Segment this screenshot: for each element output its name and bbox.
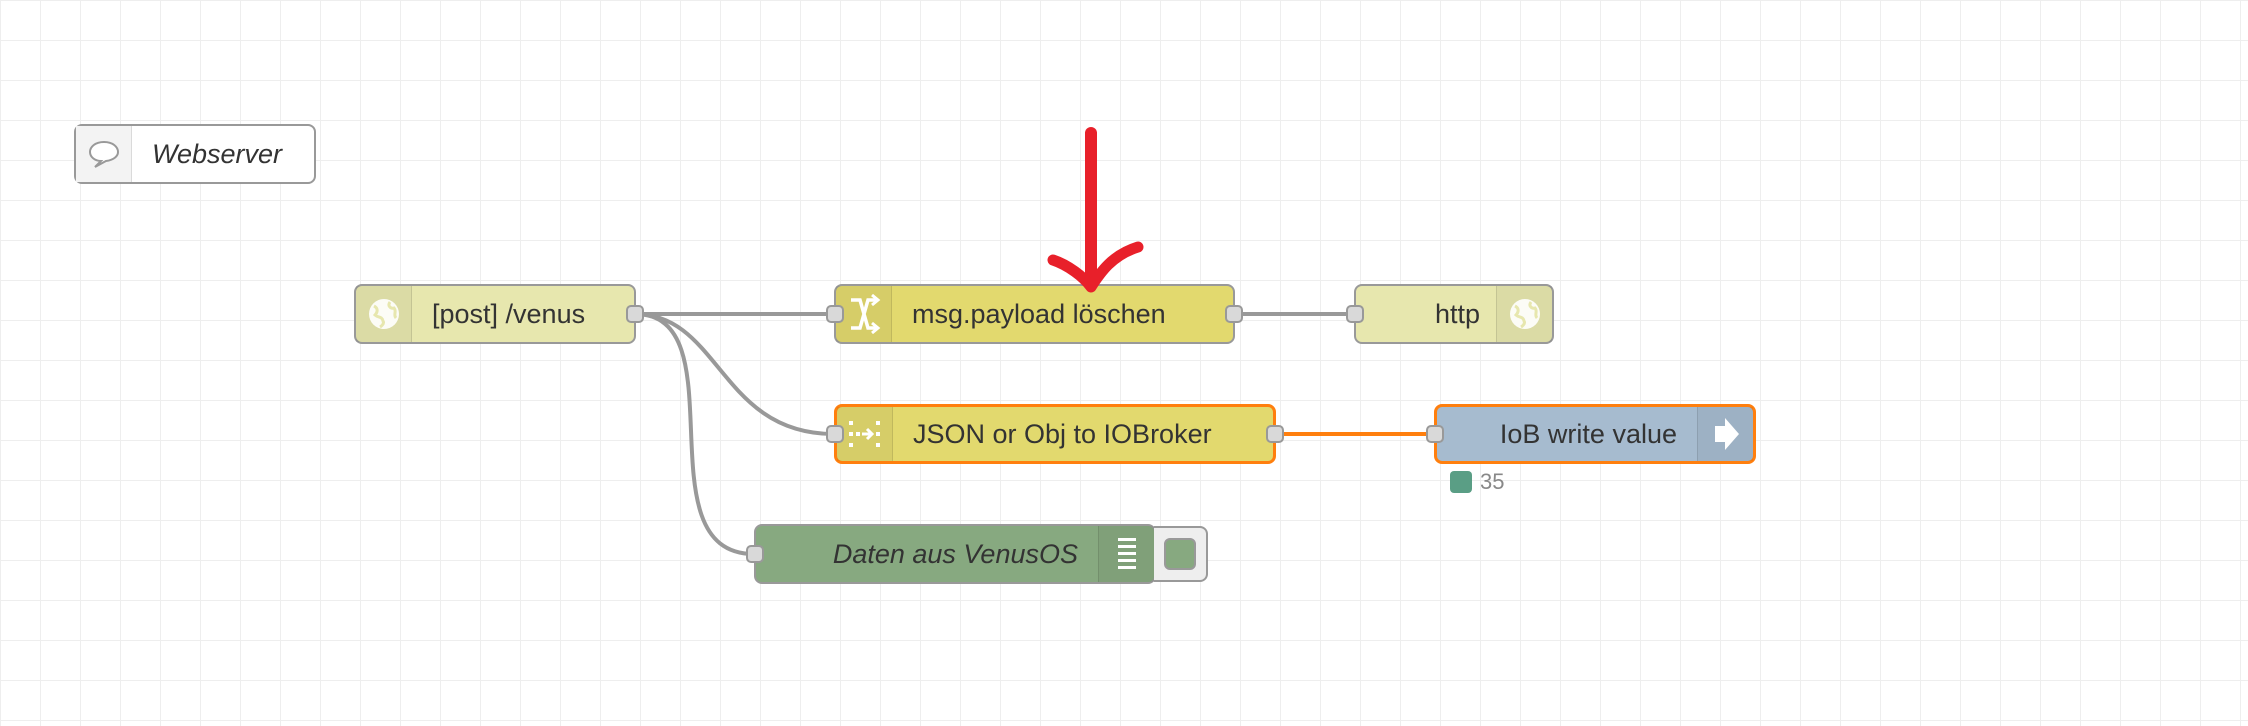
http-in-label: [post] /venus [432, 298, 586, 329]
shuffle-icon [836, 286, 892, 342]
annotation-arrow-icon [1047, 127, 1144, 293]
http-response-node[interactable]: http [1346, 284, 1554, 344]
json-input-port[interactable] [826, 425, 844, 443]
debug-list-icon [1098, 526, 1154, 582]
json-to-iobroker-label: JSON or Obj to IOBroker [913, 418, 1212, 449]
json-to-iobroker-node[interactable]: JSON or Obj to IOBroker [826, 404, 1284, 464]
arrow-out-icon [1697, 407, 1753, 461]
comment-node[interactable]: Webserver [74, 124, 316, 184]
change-output-port[interactable] [1225, 305, 1243, 323]
globe-icon [1496, 286, 1552, 342]
iob-status-text: 35 [1480, 469, 1505, 494]
iob-input-port[interactable] [1426, 425, 1444, 443]
iob-status: 35 [1450, 469, 1505, 494]
debug-toggle-button[interactable] [1154, 526, 1208, 582]
debug-toggle-indicator [1164, 538, 1196, 570]
http-in-node[interactable]: [post] /venus [354, 284, 644, 344]
change-input-port[interactable] [826, 305, 844, 323]
wire-http-to-debug[interactable] [634, 312, 755, 556]
http-response-input-port[interactable] [1346, 305, 1364, 323]
comment-icon [76, 126, 132, 182]
iob-write-node[interactable]: IoB write value [1426, 404, 1756, 464]
debug-label: Daten aus VenusOS [832, 538, 1078, 569]
http-response-label: http [1434, 298, 1480, 329]
http-in-output-port[interactable] [626, 305, 644, 323]
wire-http-to-json[interactable] [634, 312, 835, 436]
debug-input-port[interactable] [746, 545, 764, 563]
iob-write-label: IoB write value [1499, 418, 1677, 449]
function-icon [837, 407, 893, 461]
globe-icon [356, 286, 412, 342]
status-dot-icon [1450, 471, 1472, 493]
comment-label: Webserver [152, 138, 283, 169]
json-output-port[interactable] [1266, 425, 1284, 443]
change-node[interactable]: msg.payload löschen [826, 284, 1243, 344]
debug-node[interactable]: Daten aus VenusOS [746, 524, 1156, 584]
change-label: msg.payload löschen [912, 298, 1166, 329]
